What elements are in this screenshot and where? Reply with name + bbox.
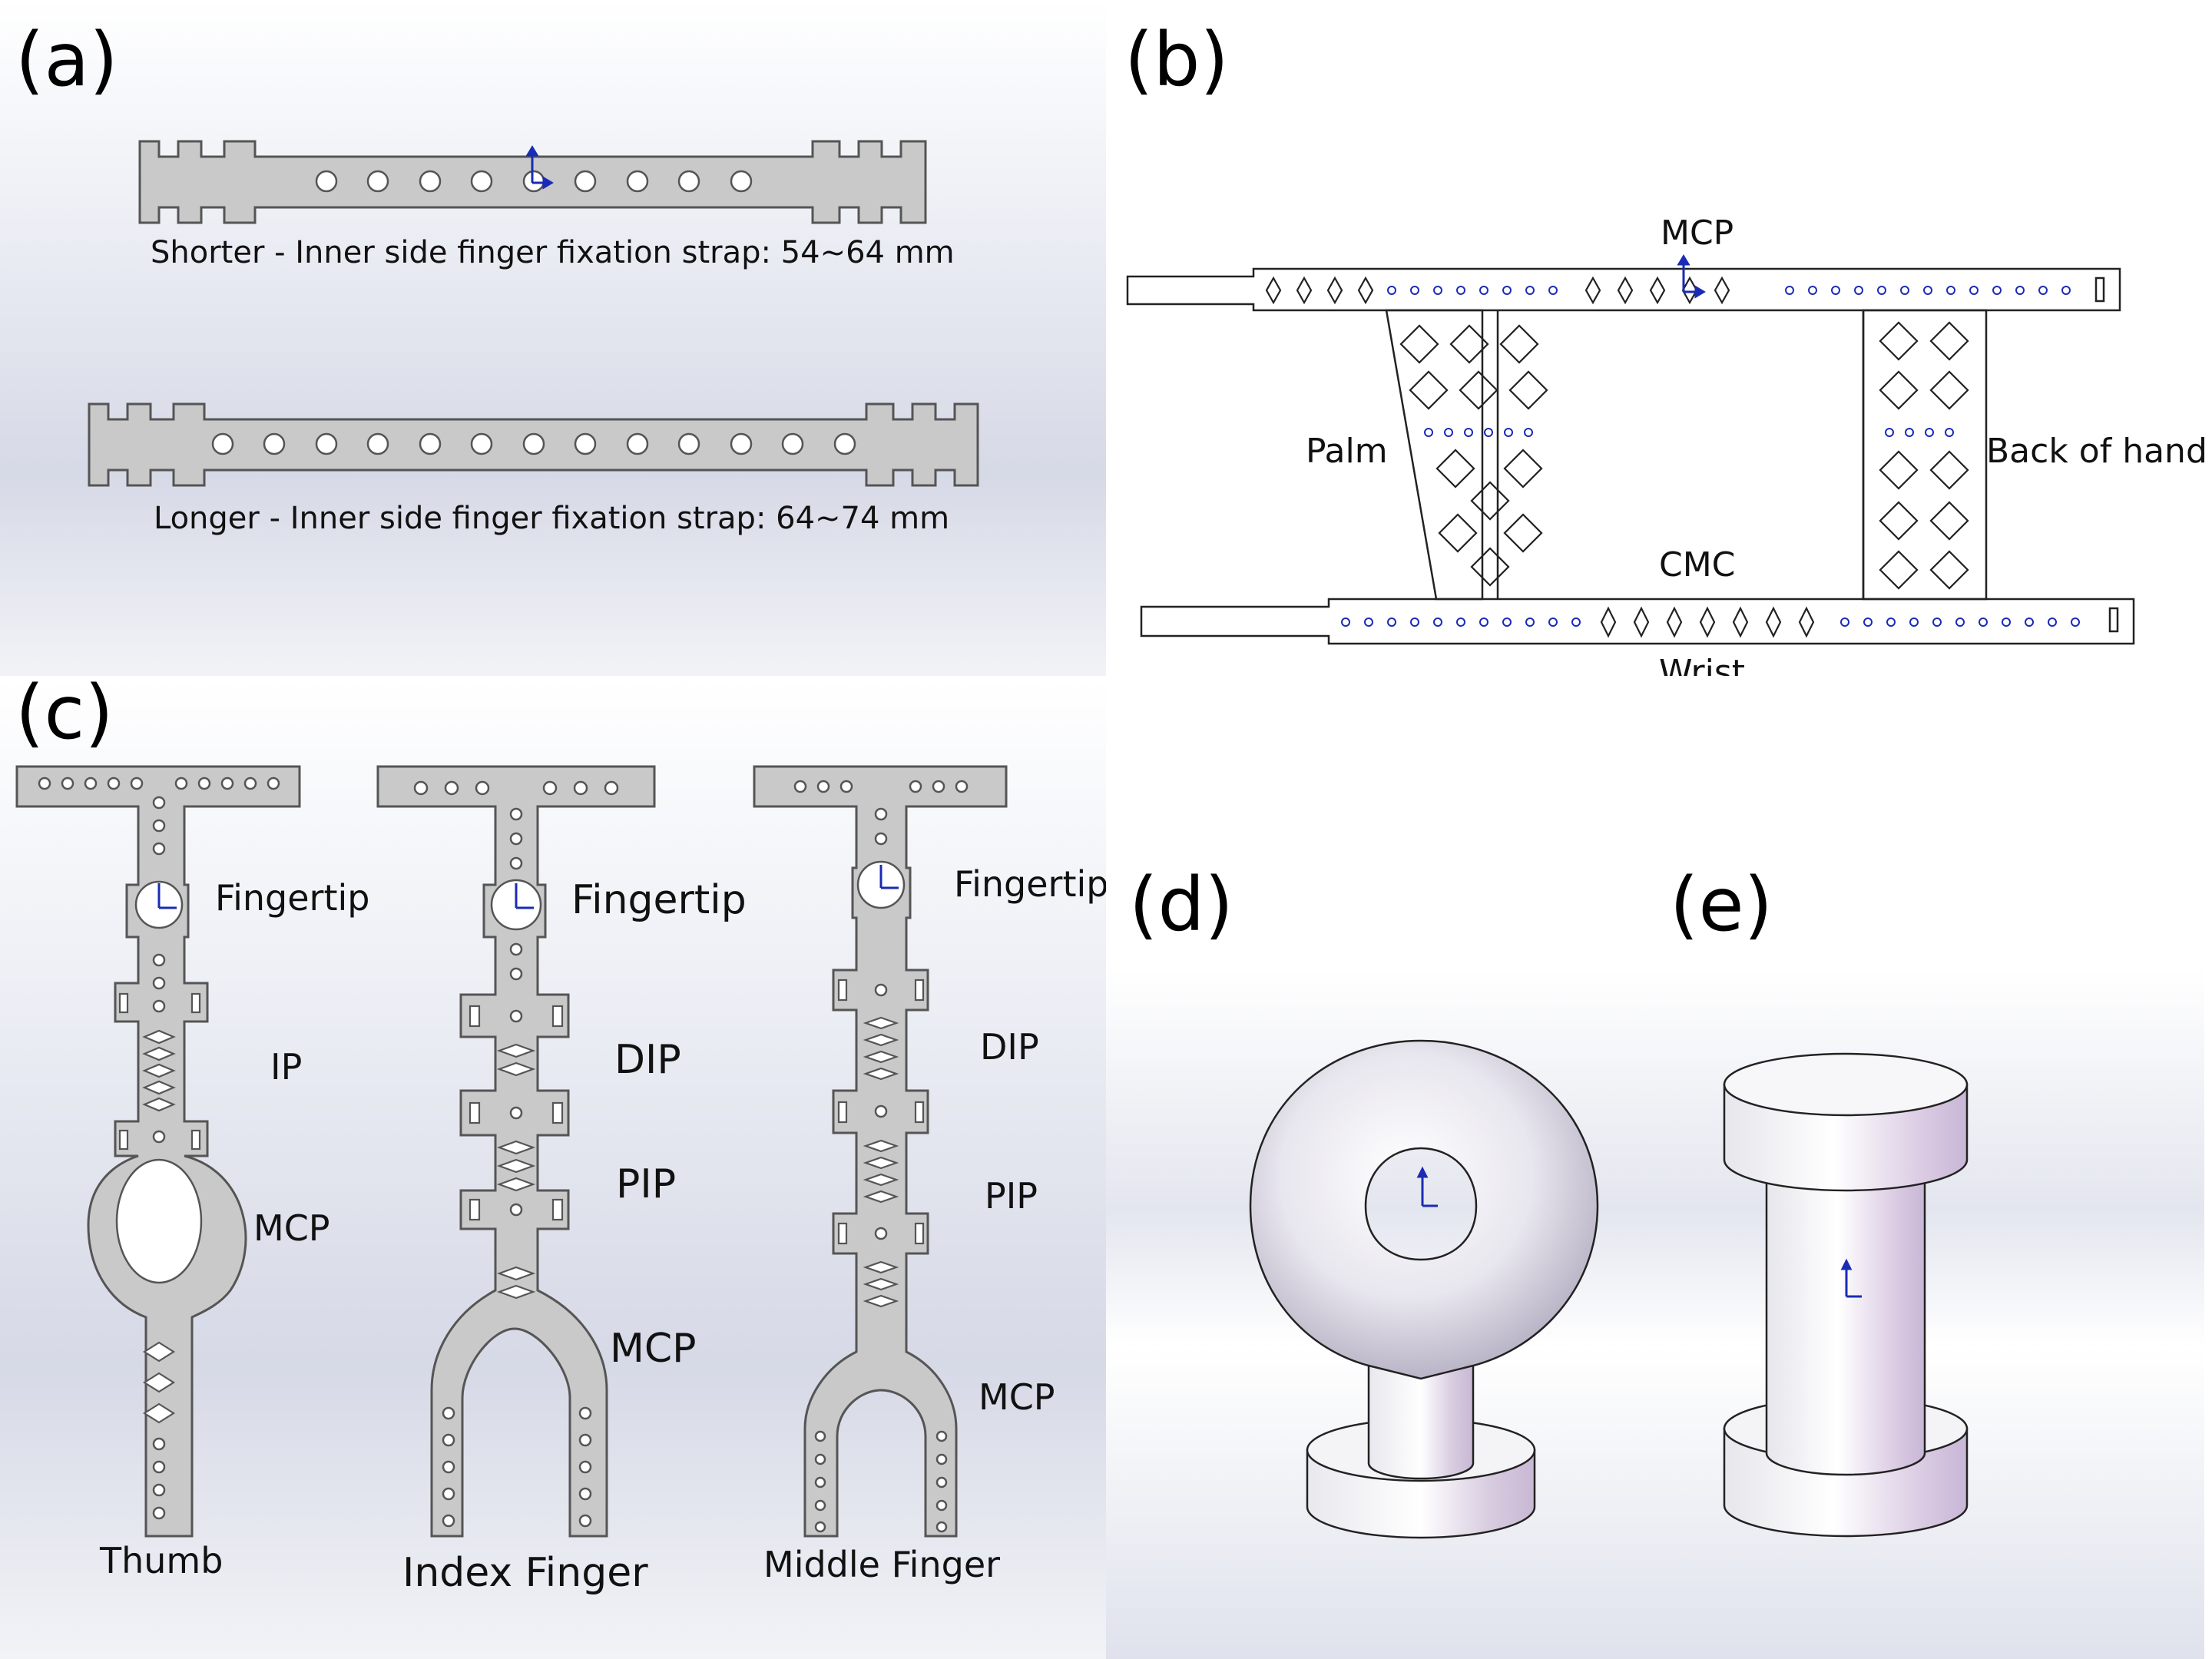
short-strap-axis-icon <box>525 145 554 190</box>
label-back-of-hand: Back of hand <box>1986 432 2207 471</box>
palm-diamonds <box>1399 324 1548 587</box>
ring-axis-icon <box>1416 1166 1438 1207</box>
splint-rect-slots <box>118 979 925 1245</box>
finger-splint-drawings <box>15 765 1008 1538</box>
ring-pin-render <box>1249 1039 1599 1539</box>
index-name-label: Index Finger <box>402 1550 648 1596</box>
label-mcp-b: MCP <box>1661 214 1734 253</box>
middle-fingertip-label: Fingertip <box>954 863 1106 905</box>
wrist-band <box>1140 598 2135 645</box>
panel-b: (b) <box>1106 0 2212 676</box>
caption-short-strap: Shorter - Inner side finger fixation str… <box>151 235 955 270</box>
band-slots <box>1265 276 1815 638</box>
panel-label-a: (a) <box>15 17 118 103</box>
label-wrist: Wrist <box>1659 653 1746 676</box>
long-strap-holes <box>211 432 856 455</box>
splint-holes <box>38 777 969 1533</box>
splint-diamond-slots <box>142 1016 899 1424</box>
caption-long-strap: Longer - Inner side finger fixation stra… <box>154 501 950 536</box>
middle-pip-label: PIP <box>985 1175 1038 1217</box>
thumb-splint <box>15 765 301 1538</box>
middle-dip-label: DIP <box>980 1026 1039 1068</box>
index-mcp-label: MCP <box>610 1326 697 1372</box>
mcp-band <box>1126 267 2121 312</box>
panel-label-c: (c) <box>15 676 114 756</box>
panel-label-b: (b) <box>1124 17 1229 103</box>
thumb-name-label: Thumb <box>100 1540 224 1581</box>
index-dip-label: DIP <box>614 1037 681 1083</box>
spool-pin-render <box>1723 1052 1969 1538</box>
band-holes <box>1341 286 2080 627</box>
panel-label-d: (d) <box>1129 862 1233 948</box>
thumb-fingertip-label: Fingertip <box>215 877 370 919</box>
thumb-mcp-label: MCP <box>253 1207 330 1249</box>
band-axis-icon <box>1677 254 1706 299</box>
splint-axis-icons <box>157 865 899 909</box>
panel-e: (e) <box>1653 845 2212 1659</box>
panel-a: (a) Shorter - Inner side finger fixation… <box>0 0 1106 676</box>
short-strap-holes <box>315 170 753 193</box>
palm-connector <box>1385 309 1484 601</box>
panel-d: (d) <box>1106 845 1653 1659</box>
index-fingertip-label: Fingertip <box>571 877 747 923</box>
thumb-ip-label: IP <box>270 1046 303 1088</box>
label-palm: Palm <box>1306 432 1388 471</box>
panel-c: (c) <box>0 676 1106 1659</box>
spool-axis-icon <box>1840 1258 1862 1298</box>
back-connector <box>1862 309 1988 601</box>
index-pip-label: PIP <box>616 1161 677 1207</box>
torus-ring <box>1249 1039 1599 1380</box>
back-diamonds <box>1879 321 1969 590</box>
strap-drawings <box>88 140 979 487</box>
label-cmc: CMC <box>1659 545 1736 584</box>
hand-band-drawing <box>1126 254 2135 645</box>
panel-label-e: (e) <box>1670 862 1773 948</box>
middle-mcp-label: MCP <box>979 1376 1055 1418</box>
spool-shaft <box>1765 1143 1926 1476</box>
middle-name-label: Middle Finger <box>763 1544 1001 1585</box>
stem-cylinder <box>1367 1350 1475 1480</box>
